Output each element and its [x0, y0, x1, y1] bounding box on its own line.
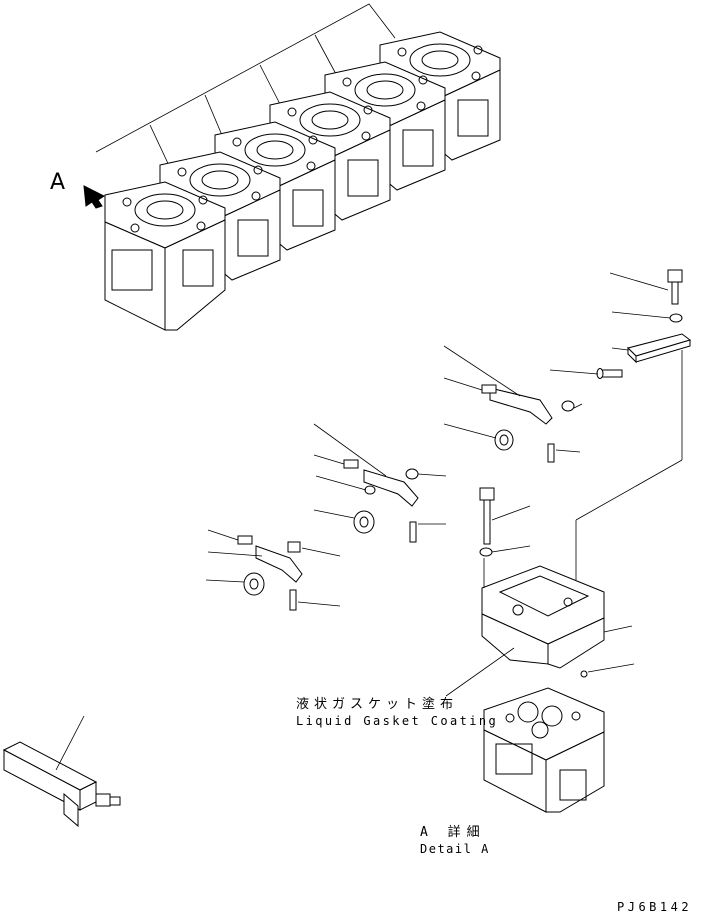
rocker-parts-middle — [313, 423, 531, 557]
washer-part — [611, 311, 683, 323]
bushing-middle — [313, 509, 375, 534]
tool-part — [2, 715, 121, 828]
bushing-upper — [443, 423, 514, 451]
view-arrow-icon — [83, 185, 105, 209]
rocker-shaft-support — [575, 333, 692, 521]
rocker-arm-middle — [313, 423, 447, 543]
long-bolt — [479, 487, 531, 557]
cylinder-head-assembly — [83, 3, 501, 331]
gasket-note-japanese: 液状ガスケット塗布 — [296, 697, 459, 712]
view-label: A — [50, 170, 66, 195]
cylinder-head-5 — [324, 61, 446, 191]
rocker-parts-lower — [205, 529, 341, 611]
detail-title-japanese: A 詳細 — [420, 825, 486, 840]
pin-part — [549, 368, 623, 379]
rocker-arm-lower — [207, 529, 341, 611]
bolt-part — [609, 269, 683, 305]
drawing-number: PJ6B142 — [617, 900, 693, 914]
rocker-arm-upper — [443, 345, 583, 463]
detail-a-head — [483, 687, 605, 813]
gasket-note-english: Liquid Gasket Coating — [296, 714, 499, 728]
rocker-housing — [445, 520, 635, 697]
bushing-lower — [205, 572, 265, 596]
detail-title-english: Detail A — [420, 842, 490, 856]
rocker-parts-right — [443, 269, 692, 521]
leader-lines-heads — [95, 3, 396, 173]
cylinder-head-1 — [104, 181, 226, 331]
